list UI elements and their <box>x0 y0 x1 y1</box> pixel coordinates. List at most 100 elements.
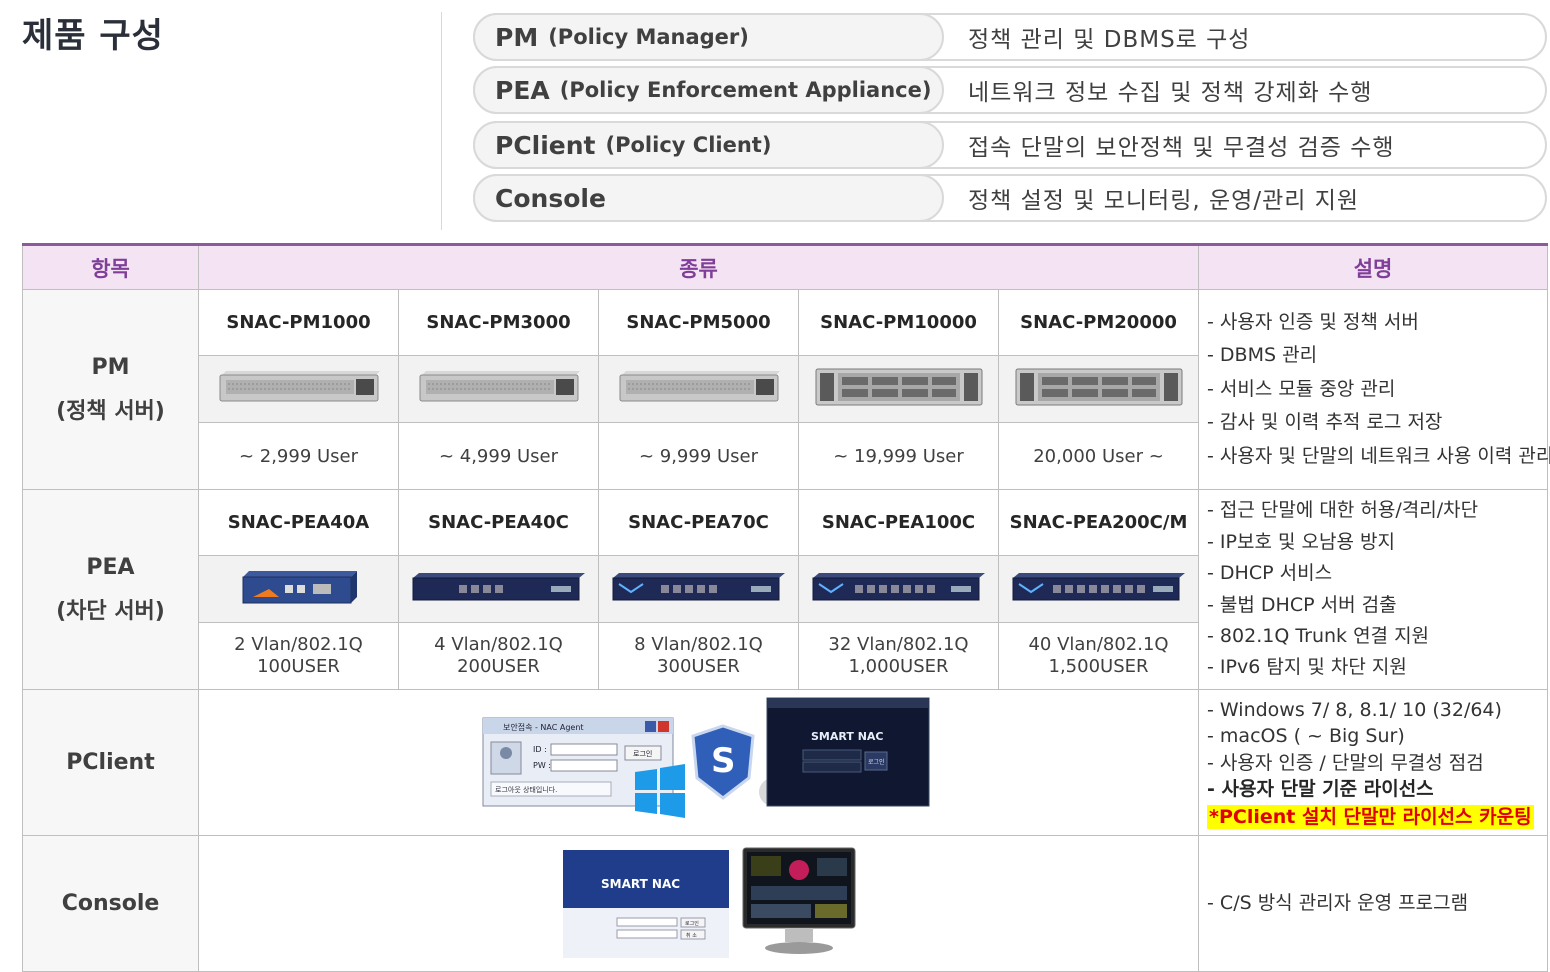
license-highlight: *PClient 설치 단말만 라이선스 카운팅 <box>1207 804 1534 829</box>
pclient-image-cell: 보안접속 - NAC Agent ID : PW : 로그인 로그아웃 상태입니… <box>197 689 1200 836</box>
desc-line: - 사용자 및 단말의 네트워크 사용 이력 관리 <box>1207 444 1550 467</box>
vlan-spec: 2 Vlan/802.1Q <box>234 634 363 655</box>
component-row-pclient: PClient (Policy Client) 접속 단말의 보안정책 및 무결… <box>473 121 1547 169</box>
component-name-pill: Console <box>473 174 944 222</box>
agent-status-text: 로그아웃 상태입니다. <box>495 785 557 794</box>
desc-line-bold: - 사용자 단말 기준 라이선스 <box>1207 778 1434 800</box>
category-sublabel: (차단 서버) <box>56 598 165 624</box>
table-row: ~ 2,999 User ~ 4,999 User ~ 9,999 User ~… <box>23 422 1548 490</box>
model-name: SNAC-PM3000 <box>398 289 599 356</box>
server-image-cell <box>598 355 799 423</box>
desc-line: - macOS ( ~ Big Sur) <box>1207 725 1405 747</box>
desc-line: - Windows 7/ 8, 8.1/ 10 (32/64) <box>1207 698 1502 721</box>
component-description: 정책 관리 및 DBMS로 구성 <box>968 27 1251 53</box>
component-description: 정책 설정 및 모니터링, 운영/관리 지원 <box>968 188 1360 214</box>
user-capacity: ~ 19,999 User <box>798 422 999 490</box>
model-name: SNAC-PEA100C <box>798 489 999 556</box>
console-login-label: 로그인 <box>685 920 699 927</box>
header-type: 종류 <box>197 243 1200 290</box>
appliance-image-cell <box>798 555 999 623</box>
appliance-rack-image <box>412 573 585 601</box>
desc-line: - 접근 단말에 대한 허용/격리/차단 <box>1207 499 1479 522</box>
vertical-divider <box>441 12 442 230</box>
console-image-cell: SMART NAC 로그인 취 소 <box>197 835 1200 972</box>
desc-line: - 802.1Q Trunk 연결 지원 <box>1207 624 1430 647</box>
desc-line: - DHCP 서비스 <box>1207 562 1333 585</box>
rack-server-1u-image <box>219 371 380 402</box>
page-title: 제품 구성 <box>22 16 164 56</box>
rack-server-2u-image <box>815 368 982 406</box>
pclient-screenshots-image: 보안접속 - NAC Agent ID : PW : 로그인 로그아웃 상태입니… <box>482 697 930 818</box>
agent-title: 보안접속 - NAC Agent <box>503 722 584 732</box>
category-console: Console <box>22 835 199 972</box>
component-abbr: PM <box>495 22 539 52</box>
table-row: Console SMART NAC 로그인 취 소 <box>22 835 1549 972</box>
desc-line: - 서비스 모듈 중앙 관리 <box>1207 377 1396 400</box>
category-label: PM <box>91 354 130 380</box>
product-spec-table: 항목 종류 설명 PM (정책 서버) SNAC-PM1000 SNAC-PM3… <box>22 243 1550 972</box>
table-row <box>23 355 1548 423</box>
component-abbr: PEA <box>495 75 550 105</box>
svg-text:S: S <box>711 741 736 781</box>
model-name: SNAC-PEA200C/M <box>997 489 1200 556</box>
console-description: - C/S 방식 관리자 운영 프로그램 <box>1198 835 1549 972</box>
component-name-pill: PClient (Policy Client) <box>473 121 944 169</box>
component-row-pea: PEA (Policy Enforcement Appliance) 네트워크 … <box>473 66 1547 114</box>
desc-line: - 감사 및 이력 추적 로그 저장 <box>1207 411 1443 434</box>
appliance-image-cell <box>198 555 399 623</box>
vlan-spec: 32 Vlan/802.1Q <box>828 634 969 655</box>
component-name-pill: PEA (Policy Enforcement Appliance) <box>473 66 944 114</box>
component-description: 네트워크 정보 수집 및 정책 강제화 수행 <box>968 80 1373 106</box>
agent-login-label: 로그인 <box>633 749 652 758</box>
agent-pw-label: PW : <box>533 761 551 770</box>
vlan-spec: 4 Vlan/802.1Q <box>434 634 563 655</box>
category-label: PEA <box>86 554 135 580</box>
component-abbr: PClient <box>495 130 596 160</box>
appliance-image-cell <box>398 555 599 623</box>
table-row: PM (정책 서버) SNAC-PM1000 SNAC-PM3000 SNAC-… <box>22 289 1550 490</box>
agent-id-input[interactable] <box>550 743 618 756</box>
appliance-image-cell <box>997 555 1200 623</box>
console-cancel-label: 취 소 <box>686 932 697 939</box>
model-name: SNAC-PEA40A <box>198 489 399 556</box>
user-capacity: 300USER <box>657 656 740 677</box>
model-name: SNAC-PM5000 <box>598 289 799 356</box>
desc-line: - DBMS 관리 <box>1207 344 1318 367</box>
pm-description: - 사용자 인증 및 정책 서버 - DBMS 관리 - 서비스 모듈 중앙 관… <box>1198 289 1550 490</box>
table-row <box>23 555 1548 623</box>
appliance-rack-image <box>612 573 785 601</box>
desc-line: - IP보호 및 오남용 방지 <box>1207 530 1395 553</box>
user-capacity: 1,000USER <box>848 656 949 677</box>
agent-login-button[interactable] <box>624 745 662 761</box>
model-name: SNAC-PM20000 <box>997 289 1200 356</box>
user-capacity: ~ 2,999 User <box>198 422 399 490</box>
appliance-rack-image <box>812 573 985 601</box>
component-name-pill: PM (Policy Manager) <box>473 13 944 61</box>
desc-line: - IPv6 탐지 및 차단 지원 <box>1207 656 1407 679</box>
agent-pw-input[interactable] <box>550 759 618 772</box>
server-image-cell <box>198 355 399 423</box>
model-name: SNAC-PEA40C <box>398 489 599 556</box>
category-pm: PM (정책 서버) <box>22 289 199 490</box>
table-row: PEA (차단 서버) SNAC-PEA40A SNAC-PEA40C SNAC… <box>22 489 1549 690</box>
console-brand-text: SMART NAC <box>601 877 680 891</box>
pea-description: - 접근 단말에 대한 허용/격리/차단 - IP보호 및 오남용 방지 - D… <box>1198 489 1549 690</box>
desc-line: - 사용자 인증 / 단말의 무결성 점검 <box>1207 751 1484 774</box>
agent-id-label: ID : <box>533 745 547 754</box>
desc-line: - 사용자 인증 및 정책 서버 <box>1207 310 1419 333</box>
desc-line: - C/S 방식 관리자 운영 프로그램 <box>1207 891 1469 914</box>
table-header-row: 항목 종류 설명 <box>22 243 1549 290</box>
component-fullname: (Policy Manager) <box>548 25 749 49</box>
model-name: SNAC-PM10000 <box>798 289 999 356</box>
component-fullname: (Policy Client) <box>605 133 772 157</box>
component-description: 접속 단말의 보안정책 및 무결성 검증 수행 <box>968 135 1395 161</box>
rack-server-1u-image <box>419 371 580 402</box>
mac-login-label: 로그인 <box>868 759 885 766</box>
server-image-cell <box>798 355 999 423</box>
user-capacity: ~ 9,999 User <box>598 422 799 490</box>
server-image-cell <box>398 355 599 423</box>
